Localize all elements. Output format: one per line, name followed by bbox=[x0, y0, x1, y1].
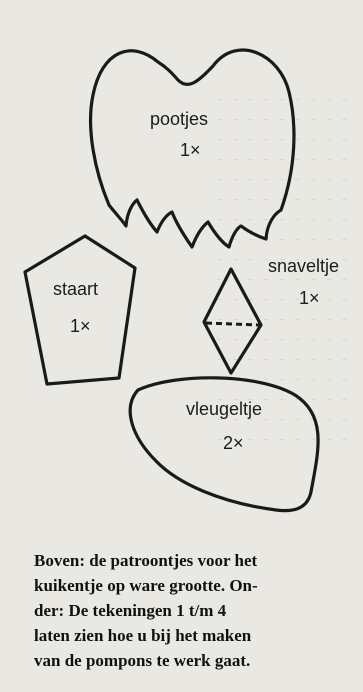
figure-caption: Boven: de patroontjes voor het kuikentje… bbox=[34, 548, 352, 673]
feet-pattern-shape bbox=[89, 48, 296, 249]
wing-label: vleugeltje bbox=[186, 399, 263, 419]
beak-pattern-shape bbox=[202, 267, 263, 375]
wing-pattern-shape bbox=[128, 376, 320, 513]
tail-label: staart bbox=[53, 279, 99, 299]
feet-count: 1× bbox=[180, 140, 201, 160]
caption-line: van de pompons te werk gaat. bbox=[34, 651, 251, 670]
caption-line: kuikentje op ware grootte. On- bbox=[34, 576, 258, 595]
beak-label: snaveltje bbox=[268, 256, 340, 276]
tail-pattern-shape bbox=[23, 234, 137, 386]
caption-line: der: De tekeningen 1 t/m 4 bbox=[34, 601, 227, 620]
bleed-through-text: - - - - - - - - - - - - - - - - - - - - … bbox=[215, 92, 349, 447]
tail-count: 1× bbox=[70, 316, 91, 336]
beak-count: 1× bbox=[299, 288, 320, 308]
caption-line: laten zien hoe u bij het maken bbox=[34, 626, 252, 645]
beak-fold-line bbox=[205, 321, 260, 327]
caption-line: Boven: de patroontjes voor het bbox=[34, 551, 258, 570]
feet-label: pootjes bbox=[150, 109, 209, 129]
wing-count: 2× bbox=[223, 433, 244, 453]
